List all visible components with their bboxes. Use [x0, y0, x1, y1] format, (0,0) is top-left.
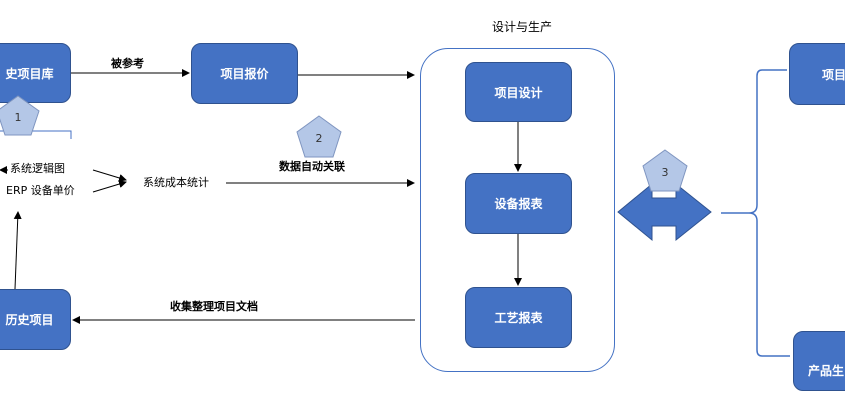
node-project-design[interactable]: 项目设计 — [465, 62, 572, 122]
right-brace — [721, 69, 790, 357]
badge-3: 3 — [642, 149, 688, 192]
label-auto-link: 数据自动关联 — [279, 160, 345, 173]
design-production-container — [420, 48, 615, 372]
node-history-project[interactable]: 历史项目 — [0, 289, 71, 350]
container-title: 设计与生产 — [492, 20, 553, 34]
label-erp-price: ERP 设备单价 — [6, 184, 75, 197]
arrow-erp-to-cost — [92, 180, 127, 193]
badge-1-text: 1 — [15, 111, 22, 124]
badge-1: 1 — [0, 95, 40, 136]
double-arrow — [617, 182, 712, 242]
label-collect-docs: 收集整理项目文档 — [170, 300, 258, 313]
label-logic-diagram: 系统逻辑图 — [10, 162, 65, 175]
node-equipment-report[interactable]: 设备报表 — [465, 173, 572, 234]
node-project-quote[interactable]: 项目报价 — [191, 43, 298, 104]
node-history-library[interactable]: 史项目库 — [0, 43, 71, 103]
node-right-top[interactable]: 项目 — [789, 43, 845, 105]
label-referenced: 被参考 — [111, 57, 144, 70]
badge-2-text: 2 — [316, 132, 323, 145]
node-right-bottom[interactable]: 产品生 — [793, 331, 845, 391]
badge-2: 2 — [296, 115, 342, 158]
arrow-logic-to-cost — [92, 169, 127, 182]
node-process-report[interactable]: 工艺报表 — [465, 287, 572, 348]
badge-3-text: 3 — [662, 166, 669, 179]
arrow-history-up — [13, 211, 22, 290]
label-cost-statistics: 系统成本统计 — [143, 176, 209, 189]
